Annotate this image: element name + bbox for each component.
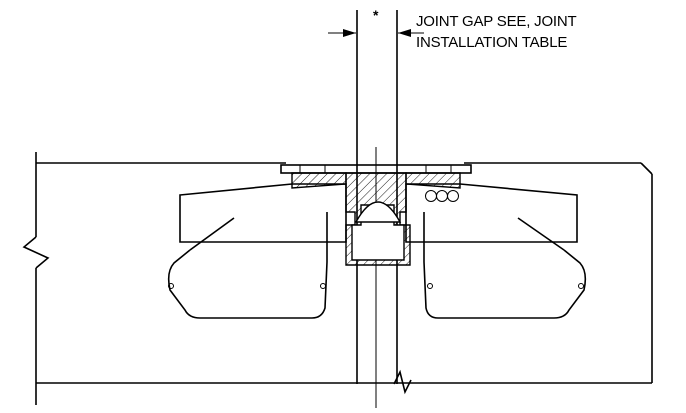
left-anchor-loop (167, 212, 328, 319)
deck-slab-outline (22, 152, 653, 405)
backer-rod-circles (425, 190, 459, 202)
joint-gap-note-line-2: INSTALLATION TABLE (416, 34, 567, 51)
steel-extrusions (291, 172, 461, 266)
joint-gap-note-line-1: JOINT GAP SEE, JOINT (416, 13, 577, 30)
gap-dimension-arrows (328, 29, 424, 37)
left-header-block (179, 183, 347, 243)
right-anchor-loop (423, 212, 587, 319)
gap-marker-asterisk: * (373, 7, 379, 23)
right-header-block (405, 183, 578, 243)
